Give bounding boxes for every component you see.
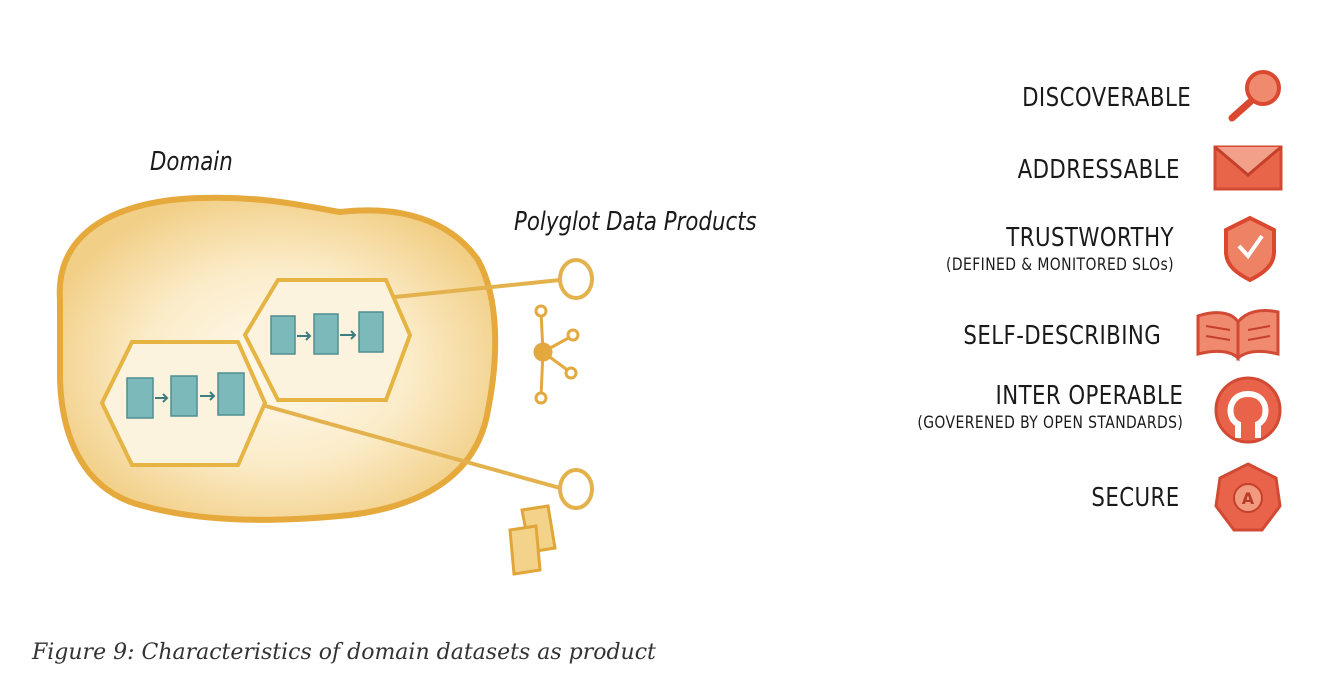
magnifier-icon: [1228, 70, 1281, 122]
files-icon: [508, 504, 557, 576]
shield-check-icon: [1224, 215, 1276, 283]
characteristic-title: DISCOVERABLE: [1021, 83, 1191, 113]
figure-caption: Figure 9: Characteristics of domain data…: [32, 640, 656, 665]
characteristic-discoverable: DISCOVERABLE: [1022, 82, 1191, 114]
characteristic-addressable: ADDRESSABLE: [1018, 154, 1180, 186]
svg-text:A: A: [1242, 489, 1255, 508]
output-port-lower: [558, 468, 594, 510]
polyglot-data-products-label: Polyglot Data Products: [514, 207, 757, 237]
characteristic-subtitle: (DEFINED & MONITORED SLOs): [946, 255, 1174, 275]
characteristic-title: TRUSTWORTHY: [1006, 223, 1174, 253]
characteristic-subtitle: (GOVERENED BY OPEN STANDARDS): [917, 413, 1183, 433]
diagram-canvas: A: [56, 70, 1283, 576]
domain-label: Domain: [150, 147, 233, 177]
characteristic-self-describing: SELF-DESCRIBING: [963, 320, 1161, 352]
characteristic-inter-operable: INTER OPERABLE (GOVERENED BY OPEN STANDA…: [917, 380, 1183, 434]
dataset-pipeline-lower: [126, 372, 245, 419]
characteristic-title: SELF-DESCRIBING: [963, 321, 1161, 351]
characteristic-title: INTER OPERABLE: [995, 381, 1183, 411]
open-source-icon: [1214, 376, 1282, 444]
security-badge-icon: A: [1214, 462, 1282, 532]
graph-network-icon: [533, 304, 580, 405]
output-port-upper: [558, 258, 594, 300]
connector-lower: [261, 403, 561, 490]
characteristic-trustworthy: TRUSTWORTHY (DEFINED & MONITORED SLOs): [946, 222, 1174, 276]
characteristic-title: ADDRESSABLE: [1017, 155, 1180, 185]
characteristic-title: SECURE: [1091, 483, 1180, 513]
open-book-icon: [1196, 308, 1280, 362]
dataset-pipeline-upper: [270, 311, 384, 355]
envelope-icon: [1213, 145, 1283, 191]
characteristic-secure: SECURE: [1092, 482, 1180, 514]
data-product-diagram: A Domain Polyglot Data Products DISCOVER…: [56, 70, 1283, 576]
connector-upper: [384, 278, 561, 300]
